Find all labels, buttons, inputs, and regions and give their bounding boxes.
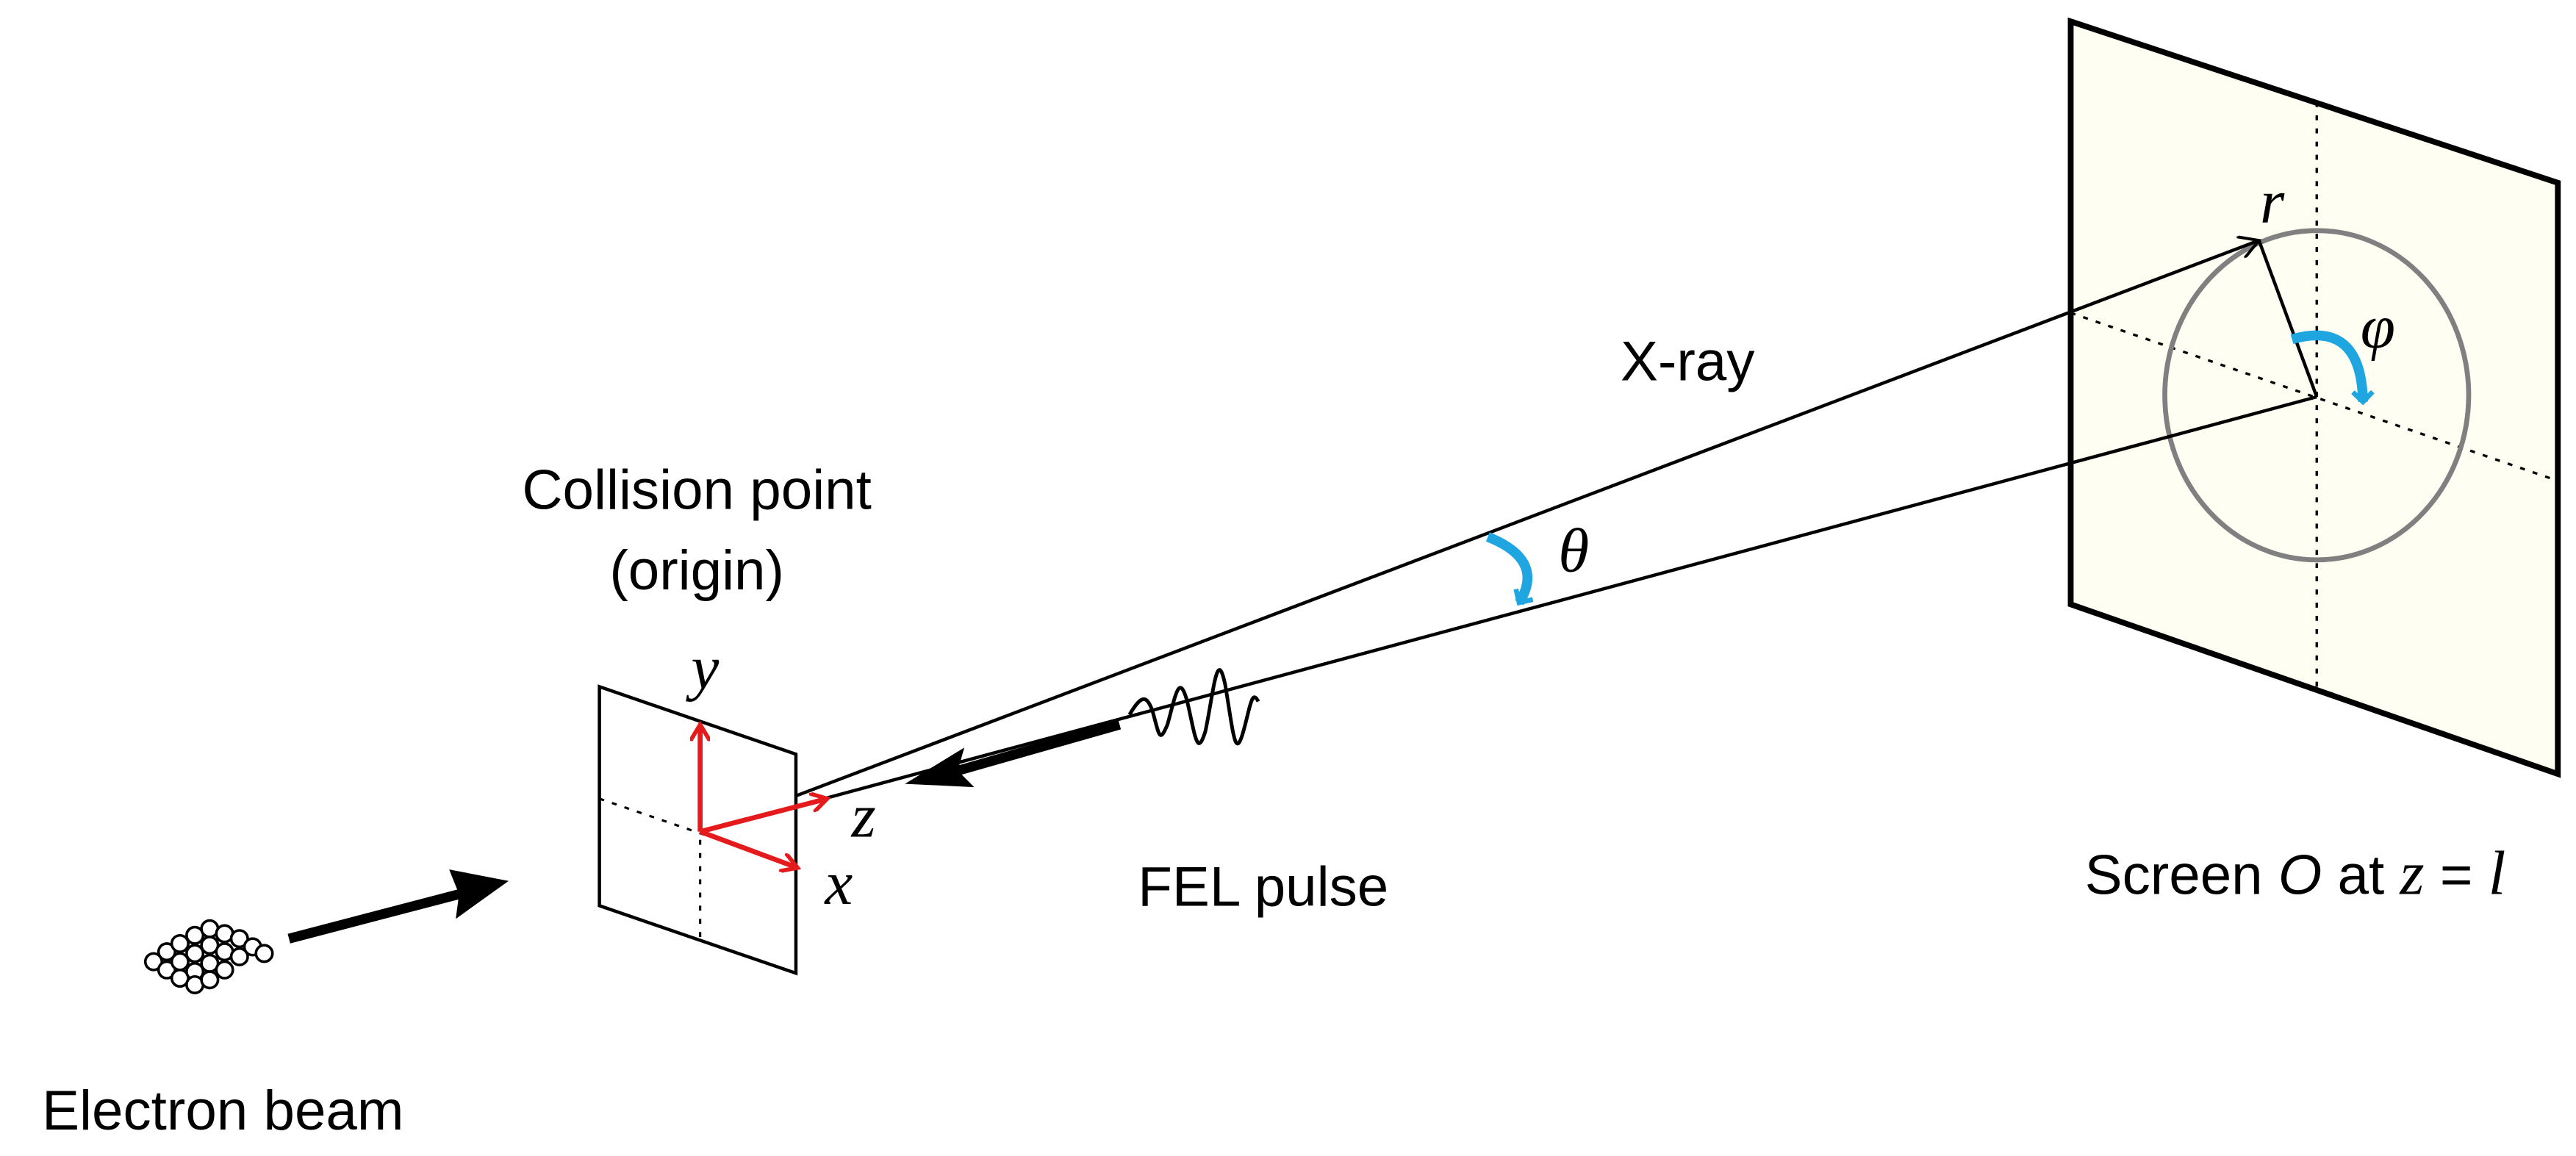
fel-direction-arrow bbox=[956, 719, 1122, 776]
electron-beam-label: Electron beam bbox=[42, 1080, 403, 1142]
axis-z-label: z bbox=[850, 781, 875, 850]
screen-label-at: at bbox=[2322, 844, 2400, 907]
screen-label-O: O bbox=[2278, 844, 2322, 907]
fel-arrowhead bbox=[905, 747, 975, 788]
xray-label: X-ray bbox=[1621, 331, 1754, 393]
electron-beam bbox=[143, 869, 509, 994]
electron-bunch bbox=[143, 919, 274, 994]
screen-label-l: l bbox=[2489, 839, 2506, 908]
theta-angle-arc bbox=[1485, 532, 1527, 603]
phi-angle-arc bbox=[2290, 330, 2364, 401]
collision-point-label: Collision point bbox=[522, 459, 871, 521]
z-axis-arrow bbox=[699, 799, 828, 834]
axis-x-label: x bbox=[823, 849, 853, 918]
electron-arrowhead bbox=[449, 869, 509, 919]
collision-origin-label: (origin) bbox=[609, 539, 784, 602]
axis-y-label: y bbox=[685, 633, 719, 703]
fel-wave-packet bbox=[1127, 668, 1260, 746]
x-axis-arrow bbox=[699, 829, 798, 868]
axis-ray-line bbox=[701, 395, 2317, 833]
radius-line bbox=[2257, 240, 2319, 398]
collision-frame bbox=[598, 684, 828, 976]
theta-label: θ bbox=[1558, 517, 1589, 586]
fel-pulse-label: FEL pulse bbox=[1138, 855, 1388, 918]
radius-r-label: r bbox=[2260, 168, 2285, 237]
xray-line bbox=[701, 240, 2259, 833]
screen-label-z: z bbox=[2399, 839, 2424, 908]
rays bbox=[701, 240, 2317, 833]
screen-circle bbox=[2162, 228, 2472, 563]
phi-label: φ bbox=[2361, 292, 2395, 362]
electron-direction-arrow bbox=[287, 889, 461, 944]
screen-label-prefix: Screen bbox=[2085, 844, 2278, 907]
screen-label: Screen O at z = l bbox=[2085, 839, 2506, 908]
fel-pulse bbox=[905, 668, 1260, 788]
screen-label-eq: = bbox=[2425, 844, 2489, 907]
